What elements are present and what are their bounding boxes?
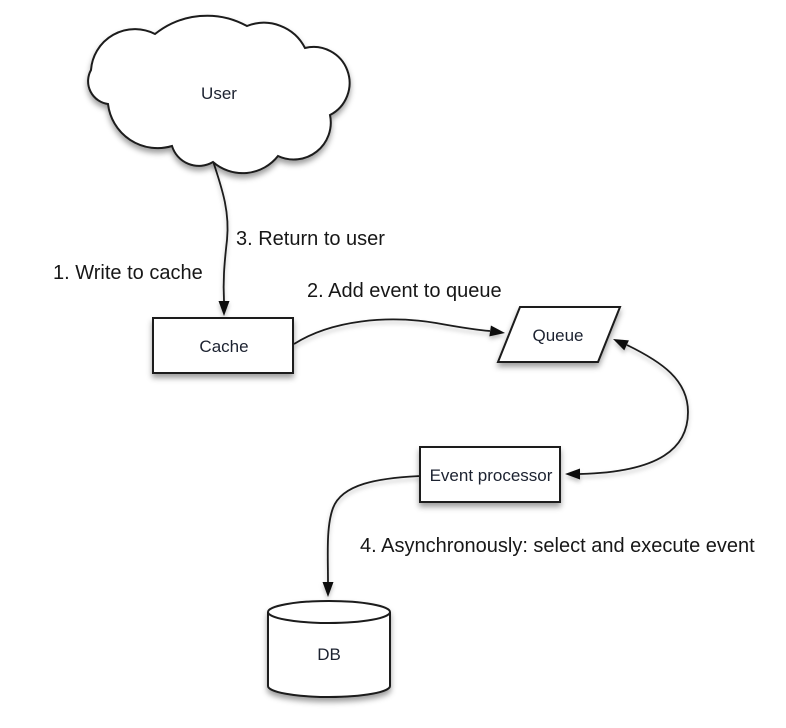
- step-3-label: 3. Return to user: [236, 228, 385, 250]
- arrowhead-into-cache: [218, 301, 230, 316]
- step-4-label: 4. Asynchronously: select and execute ev…: [360, 535, 755, 557]
- arrowhead-into-event-processor: [565, 468, 580, 480]
- edge-user-to-cache: [212, 160, 229, 302]
- user-cloud: [87, 14, 351, 175]
- event-processor-box: [419, 446, 561, 503]
- cache-box: [152, 317, 294, 374]
- queue-label: Queue: [532, 326, 583, 345]
- step-1-label: 1. Write to cache: [53, 262, 203, 284]
- db-cylinder-body: [267, 612, 391, 698]
- edge-queue-event-processor: [579, 344, 689, 475]
- arrowhead-into-queue-left: [489, 325, 505, 337]
- step-2-label: 2. Add event to queue: [307, 280, 502, 302]
- edge-event-processor-to-db: [326, 475, 421, 583]
- cache-label: Cache: [199, 337, 248, 356]
- db-label: DB: [317, 645, 341, 664]
- arrowhead-into-queue-right: [613, 339, 629, 351]
- queue-parallelogram: [496, 306, 622, 363]
- db-cylinder-top: [267, 600, 391, 624]
- arrowhead-into-db: [322, 582, 334, 597]
- edge-cache-to-queue: [293, 318, 491, 345]
- event-processor-label: Event processor: [430, 466, 553, 485]
- db-cylinder: [267, 600, 391, 698]
- user-label: User: [201, 84, 237, 103]
